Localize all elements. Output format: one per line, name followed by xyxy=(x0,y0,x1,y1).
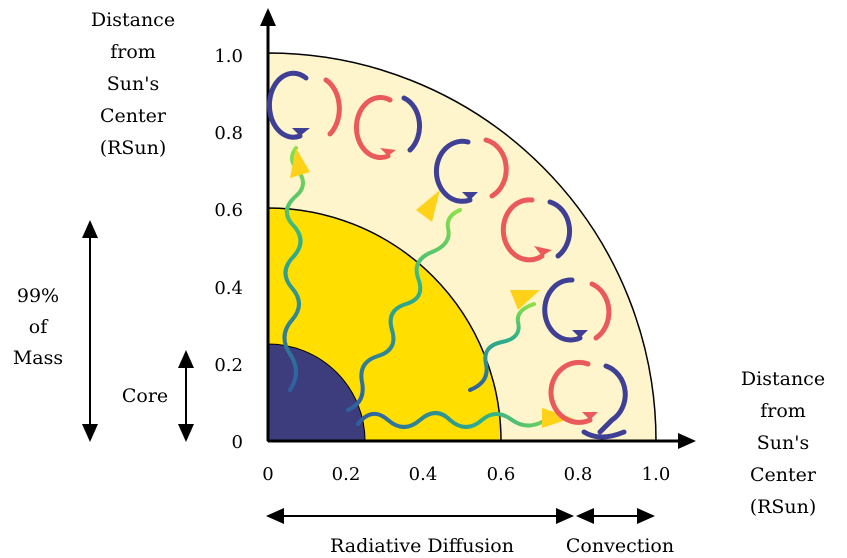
convection-arrowhead xyxy=(380,148,396,156)
mass-label-line: 99% xyxy=(17,285,59,307)
y-tick-label: 0.4 xyxy=(214,278,243,299)
convection-cell-red xyxy=(323,77,342,137)
mass-label-line: of xyxy=(29,316,49,338)
convection-cell-red xyxy=(548,359,593,425)
convection-label: Convection xyxy=(566,535,674,557)
mass-label: 99% of Mass xyxy=(13,285,63,369)
convection-cell-blue xyxy=(542,277,583,343)
photon-path xyxy=(282,146,305,392)
x-tick-label: 0.6 xyxy=(487,464,516,485)
y-axis-title-line: Distance xyxy=(91,9,175,31)
mass-label-line: Mass xyxy=(13,347,63,369)
convection-arrowhead xyxy=(582,412,598,420)
y-axis-arrowhead xyxy=(260,8,276,26)
y-tick-label: 0.6 xyxy=(214,200,243,221)
x-axis-title-line: (RSun) xyxy=(750,496,817,518)
convection-arrowhead xyxy=(572,330,588,338)
convection-cell-blue xyxy=(433,138,473,204)
x-axis-title-line: Distance xyxy=(741,368,825,390)
convection-cell-arrowheads xyxy=(292,128,598,420)
y-axis-title-line: Center xyxy=(100,105,167,127)
convection-cell-blue xyxy=(266,70,309,140)
y-tick-label: 0.8 xyxy=(214,123,243,144)
photon-path xyxy=(346,208,462,412)
convection-cell-blue xyxy=(547,199,573,259)
x-axis-title-line: Sun's xyxy=(757,432,809,454)
x-axis-title-line: Center xyxy=(750,464,817,486)
x-axis-title: Distance from Sun's Center (RSun) xyxy=(741,368,825,518)
core-bracket xyxy=(178,350,194,442)
x-axis-title-line: from xyxy=(760,400,806,422)
photon-arrowhead xyxy=(510,290,540,310)
convection-cell-blue xyxy=(597,363,628,435)
convection-arrowhead xyxy=(462,192,478,200)
photon-arrowhead xyxy=(290,148,310,178)
y-axis-title-line: (RSun) xyxy=(100,137,167,159)
y-axis-title: Distance from Sun's Center (RSun) xyxy=(91,9,175,159)
core-zone xyxy=(267,343,366,442)
y-tick-label: 0.2 xyxy=(214,355,243,376)
y-axis-title-line: from xyxy=(110,41,156,63)
x-tick-label: 0.8 xyxy=(564,464,593,485)
photon-arrowhead xyxy=(542,408,572,428)
x-tick-labels: 0 0.2 0.4 0.6 0.8 1.0 xyxy=(262,464,670,485)
x-tick-label: 0 xyxy=(262,464,273,485)
x-axis-arrowhead xyxy=(678,433,696,449)
convection-cells xyxy=(266,70,628,440)
photon-path xyxy=(356,411,574,429)
convection-cell-blue xyxy=(581,429,627,440)
convection-cell-blue xyxy=(401,95,422,153)
photon-arrowheads xyxy=(290,148,572,428)
y-tick-label: 0 xyxy=(232,432,243,453)
convection-cell-red xyxy=(483,137,509,199)
convection-arrowhead xyxy=(534,246,552,256)
photon-arrowhead xyxy=(416,190,440,222)
y-axis-title-line: Sun's xyxy=(107,73,159,95)
photon-path xyxy=(468,302,536,392)
radiative-bracket xyxy=(266,508,574,524)
convection-bracket xyxy=(576,508,655,524)
y-tick-labels: 0 0.2 0.4 0.6 0.8 1.0 xyxy=(214,46,243,453)
convection-cell-red xyxy=(589,281,612,341)
mass-bracket xyxy=(82,220,98,442)
radiative-diffusion-label: Radiative Diffusion xyxy=(330,535,514,557)
y-tick-label: 1.0 xyxy=(214,46,243,67)
x-tick-label: 0.2 xyxy=(332,464,361,485)
convection-cell-red xyxy=(500,197,545,263)
photon-paths xyxy=(282,146,574,429)
x-tick-label: 1.0 xyxy=(642,464,671,485)
core-label: Core xyxy=(122,385,168,407)
x-tick-label: 0.4 xyxy=(409,464,438,485)
convection-arrowhead xyxy=(292,128,310,136)
convection-cell-red xyxy=(353,95,393,161)
